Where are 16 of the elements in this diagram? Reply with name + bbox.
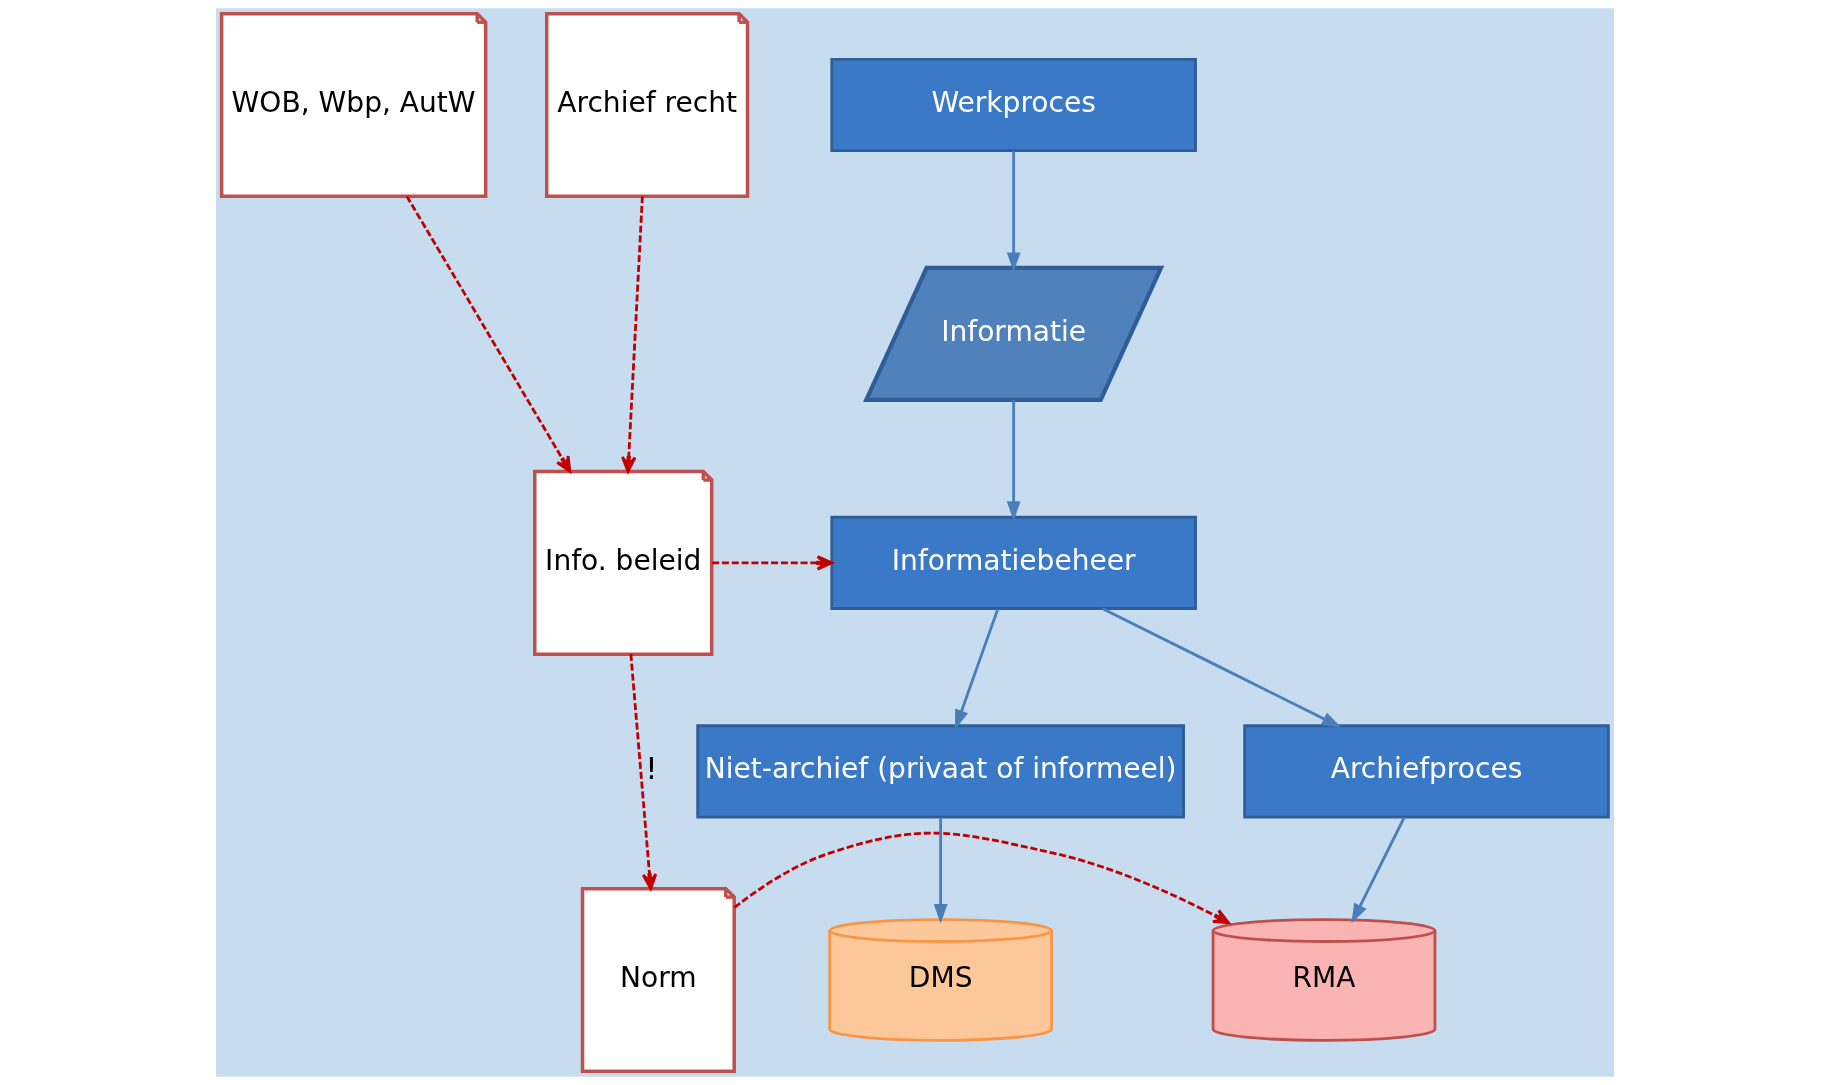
arrow	[711, 555, 833, 571]
arrow	[733, 831, 1230, 924]
arrow	[628, 654, 657, 890]
node-box: Informatiebeheer	[829, 515, 1197, 610]
node-box: Werkproces	[829, 58, 1197, 153]
arrow	[1006, 400, 1021, 521]
arrow	[933, 817, 947, 924]
arrow	[1351, 816, 1406, 924]
arrow	[954, 608, 999, 730]
node-box: Archiefproces	[1242, 724, 1610, 819]
edge-label: !	[644, 750, 658, 787]
node-box: Niet-archief (privaat of informeel)	[695, 724, 1185, 819]
arrow	[1006, 151, 1021, 273]
arrow	[405, 195, 571, 473]
arrow	[620, 196, 644, 473]
arrow	[1101, 607, 1341, 728]
